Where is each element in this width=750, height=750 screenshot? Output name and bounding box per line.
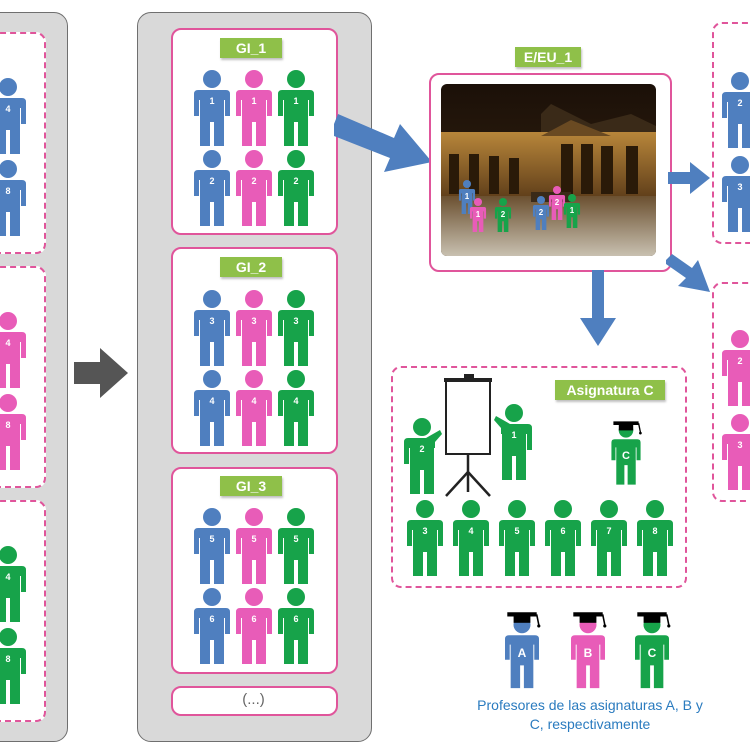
professor-figure-c: C	[630, 606, 674, 690]
group-label-gi1: GI_1	[220, 38, 282, 58]
blue-arrow-icon	[666, 254, 710, 292]
person-figure: 3	[720, 414, 750, 490]
person-figure: 1	[192, 70, 232, 146]
alhambra-photo	[441, 84, 656, 256]
presenter-figure	[494, 404, 534, 480]
eu-label: E/EU_1	[515, 47, 581, 67]
blue-arrow-icon	[668, 162, 710, 194]
person-figure: 7	[589, 500, 629, 576]
person-figure: 8	[0, 628, 28, 704]
person-figure: 4	[276, 370, 316, 446]
person-figure: 6	[276, 588, 316, 664]
group-label-gi2: GI_2	[220, 257, 282, 277]
person-figure: 5	[192, 508, 232, 584]
person-figure: 4	[192, 370, 232, 446]
person-figure: 8	[0, 394, 28, 470]
person-figure: 3	[276, 290, 316, 366]
person-figure: 5	[497, 500, 537, 576]
gray-arrow-icon	[74, 348, 128, 398]
blue-arrow-icon	[580, 270, 616, 346]
more-groups-ellipsis: (...)	[242, 691, 265, 708]
person-figure: 8	[635, 500, 675, 576]
blue-arrow-icon	[334, 114, 432, 172]
person-figure: 5	[234, 508, 274, 584]
person-figure: 3	[405, 500, 445, 576]
person-figure: 3	[192, 290, 232, 366]
professor-figure-b: B	[566, 606, 610, 690]
projector-screen-icon	[444, 374, 492, 497]
person-figure: 2	[720, 72, 750, 148]
left-box-green	[0, 500, 46, 722]
person-figure: 4	[0, 546, 28, 622]
person-figure: 3	[720, 156, 750, 232]
group-label-gi3: GI_3	[220, 476, 282, 496]
person-figure: 2	[192, 150, 232, 226]
person-figure: 4	[234, 370, 274, 446]
presenter-figure: 2	[402, 418, 442, 494]
person-figure: 4	[451, 500, 491, 576]
group-box-gi1	[171, 28, 338, 235]
person-figure: 6	[543, 500, 583, 576]
person-figure: 8	[0, 160, 28, 236]
person-figure: 4	[0, 78, 28, 154]
person-figure: 6	[234, 588, 274, 664]
person-figure: 2	[720, 330, 750, 406]
left-box-pink	[0, 266, 46, 488]
person-figure: 3	[234, 290, 274, 366]
person-figure: 2	[276, 150, 316, 226]
teacher-figure: C	[608, 412, 644, 492]
professor-figure-a: A	[500, 606, 544, 690]
asignatura-label: Asignatura C	[555, 380, 665, 400]
person-figure: 4	[0, 312, 28, 388]
left-box-blue	[0, 32, 46, 254]
professors-caption-line1: Profesores de las asignaturas A, B y	[477, 697, 703, 713]
person-figure: 2	[234, 150, 274, 226]
person-figure: 6	[192, 588, 232, 664]
professors-caption-line2: C, respectivamente	[529, 716, 651, 732]
more-groups-box	[171, 686, 338, 716]
person-figure: 5	[276, 508, 316, 584]
asignatura-box	[391, 366, 687, 588]
person-figure: 1	[234, 70, 274, 146]
person-figure: 1	[276, 70, 316, 146]
